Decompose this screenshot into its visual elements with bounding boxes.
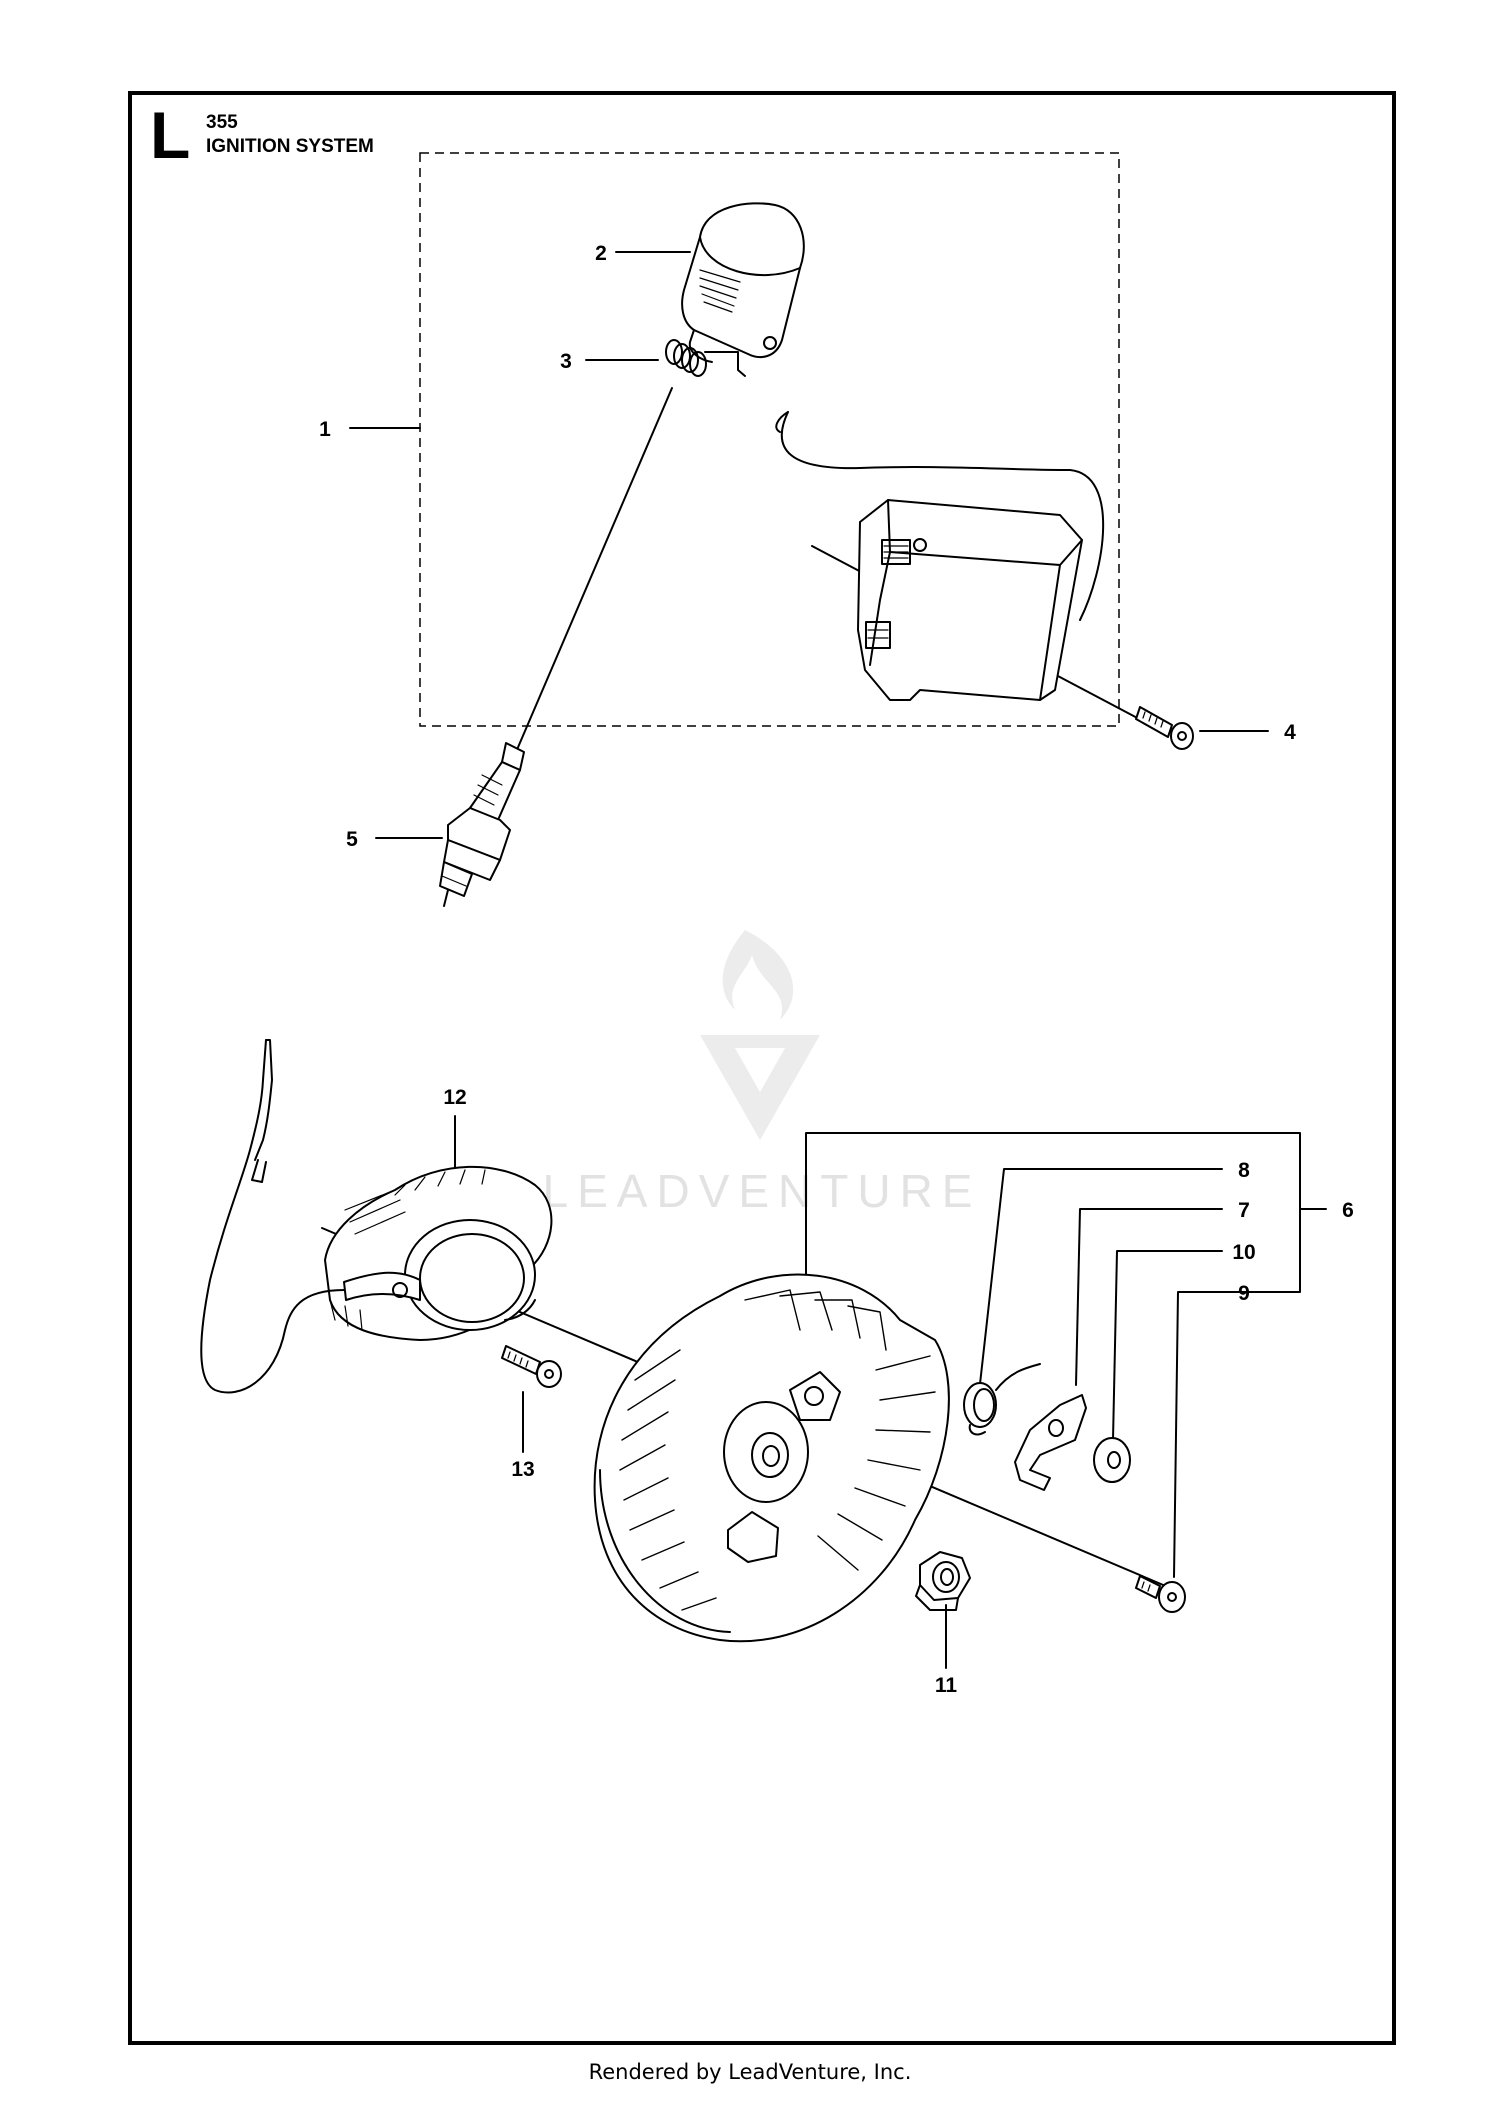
assembly-boundary <box>419 152 1120 727</box>
flywheel-part <box>593 1273 950 1643</box>
callout-9: 9 <box>1238 1282 1250 1305</box>
callout-3: 3 <box>560 350 572 373</box>
leader-bracket-6 <box>805 1132 1301 1297</box>
leader-line-8 <box>979 1168 1223 1385</box>
page-title: IGNITION SYSTEM <box>206 136 374 157</box>
screw-part-9 <box>1135 1575 1186 1613</box>
diagram-frame <box>128 91 1396 2045</box>
screw-part-4 <box>1135 706 1194 750</box>
nut-part <box>915 1551 971 1611</box>
footer-credit: Rendered by LeadVenture, Inc. <box>588 2060 912 2084</box>
leader-line-7 <box>1075 1208 1223 1386</box>
screw-part-13 <box>501 1345 562 1388</box>
callout-11: 11 <box>935 1674 958 1697</box>
section-letter: L <box>150 98 191 172</box>
callout-1: 1 <box>319 418 331 441</box>
watermark-text: LEADVENTURE <box>543 1165 982 1217</box>
coil-wire <box>200 1039 345 1394</box>
callout-4: 4 <box>1284 721 1296 744</box>
ignition-module-part <box>857 499 1083 701</box>
callout-6: 6 <box>1342 1199 1354 1222</box>
key-part <box>963 1363 1041 1436</box>
callout-2: 2 <box>595 242 607 265</box>
callout-10: 10 <box>1232 1241 1255 1264</box>
spark-plug-cap-part <box>681 202 805 363</box>
leader-line-9 <box>1173 1291 1223 1578</box>
callout-7: 7 <box>1238 1199 1250 1222</box>
callout-5: 5 <box>346 828 358 851</box>
leader-line-10 <box>1112 1250 1223 1441</box>
callout-8: 8 <box>1238 1159 1250 1182</box>
callout-13: 13 <box>511 1458 534 1481</box>
callout-12: 12 <box>443 1086 466 1109</box>
washer-part <box>1093 1437 1131 1483</box>
ignition-wire <box>780 411 1105 621</box>
spring-part <box>665 339 746 377</box>
watermark-logo-icon <box>700 930 820 1140</box>
ignition-coil-part <box>324 1165 553 1341</box>
axis-line-spark <box>515 387 673 753</box>
pawl-part <box>1014 1394 1087 1491</box>
spark-plug-part <box>439 742 525 907</box>
model-number: 355 <box>206 112 238 133</box>
